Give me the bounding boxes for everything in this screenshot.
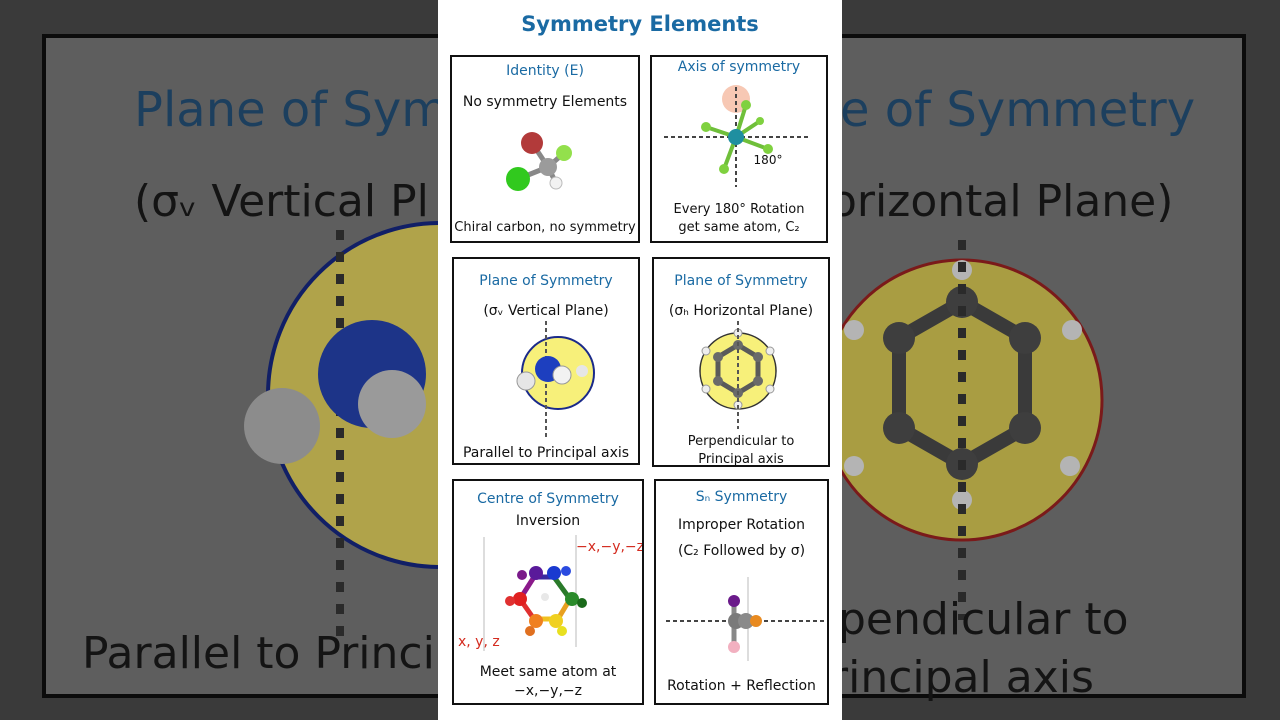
card-sn-title: Sₙ Symmetry [695,489,788,505]
card-vertical-plane-title: Plane of Symmetry [479,273,613,289]
background-left-title: Plane of Sym [134,82,438,138]
background-right-caption-1: pendicular to [842,594,1129,645]
card-vertical-plane-subtitle: (σᵥ Vertical Plane) [483,303,609,319]
card-horizontal-plane-caption-1: Perpendicular to [687,434,795,449]
background-left-caption: Parallel to Princi [82,628,435,679]
card-horizontal-plane: Plane of Symmetry (σₕ Horizontal Plane) … [652,257,830,467]
rotation-angle-label: 180° [753,153,783,167]
card-vertical-plane-caption: Parallel to Principal axis [462,445,630,461]
card-identity-title: Identity (E) [506,63,584,79]
card-centre-of-symmetry: Centre of Symmetry Inversion [452,479,644,705]
background-right-title: e of Symmetry [842,82,1196,138]
card-centre-caption-2: −x,−y,−z [513,683,582,699]
card-centre-subtitle: Inversion [515,513,581,529]
background-right-panel: e of Symmetry orizontal Plane) pendicula… [842,0,1280,720]
card-sn-subtitle-2: (C₂ Followed by σ) [677,543,806,559]
background-left-panel: Plane of Sym (σᵥ Vertical Pl Parallel to… [0,0,438,720]
card-horizontal-plane-caption-2: Principal axis [698,452,784,467]
page-title: Symmetry Elements [521,12,759,36]
axis-molecule-illustration [664,85,810,187]
ammonia-molecule-illustration [516,321,595,437]
card-sn-symmetry: Sₙ Symmetry Improper Rotation (C₂ Follow… [654,479,829,705]
card-axis-caption-1: Every 180° Rotation [673,202,805,217]
card-centre-caption-1: Meet same atom at [479,664,617,680]
card-sn-caption: Rotation + Reflection [667,678,816,694]
card-centre-title: Centre of Symmetry [477,491,619,507]
card-horizontal-plane-title: Plane of Symmetry [674,273,808,289]
card-horizontal-plane-subtitle: (σₕ Horizontal Plane) [668,303,814,319]
card-axis-title: Axis of symmetry [677,59,801,75]
background-left-molecule [244,221,438,640]
card-identity-subtitle: No symmetry Elements [462,94,628,110]
background-left-subtitle: (σᵥ Vertical Pl [134,176,429,227]
background-right-caption-2: rincipal axis [842,652,1094,703]
inverted-coordinates-label: −x,−y,−z [576,539,644,555]
inversion-molecule-illustration [483,535,587,651]
card-identity-caption: Chiral carbon, no symmetry [454,220,636,235]
improper-rotation-illustration [666,577,826,661]
background-right-molecule [842,240,1104,620]
card-identity: Identity (E) No symmetry Elements Chiral… [450,55,640,243]
card-axis: Axis of symmetry 180° Every 180° Rotatio… [650,55,828,243]
background-right-subtitle: orizontal Plane) [842,176,1174,227]
card-sn-subtitle: Improper Rotation [678,517,805,533]
original-coordinates-label: x, y, z [458,634,500,650]
card-vertical-plane: Plane of Symmetry (σᵥ Vertical Plane) Pa… [452,257,640,465]
benzene-molecule-illustration [699,321,777,429]
symmetry-panel: Symmetry Elements Identity (E) No symmet… [438,0,842,720]
chiral-molecule-illustration [506,132,572,191]
card-axis-caption-2: get same atom, C₂ [678,220,800,235]
